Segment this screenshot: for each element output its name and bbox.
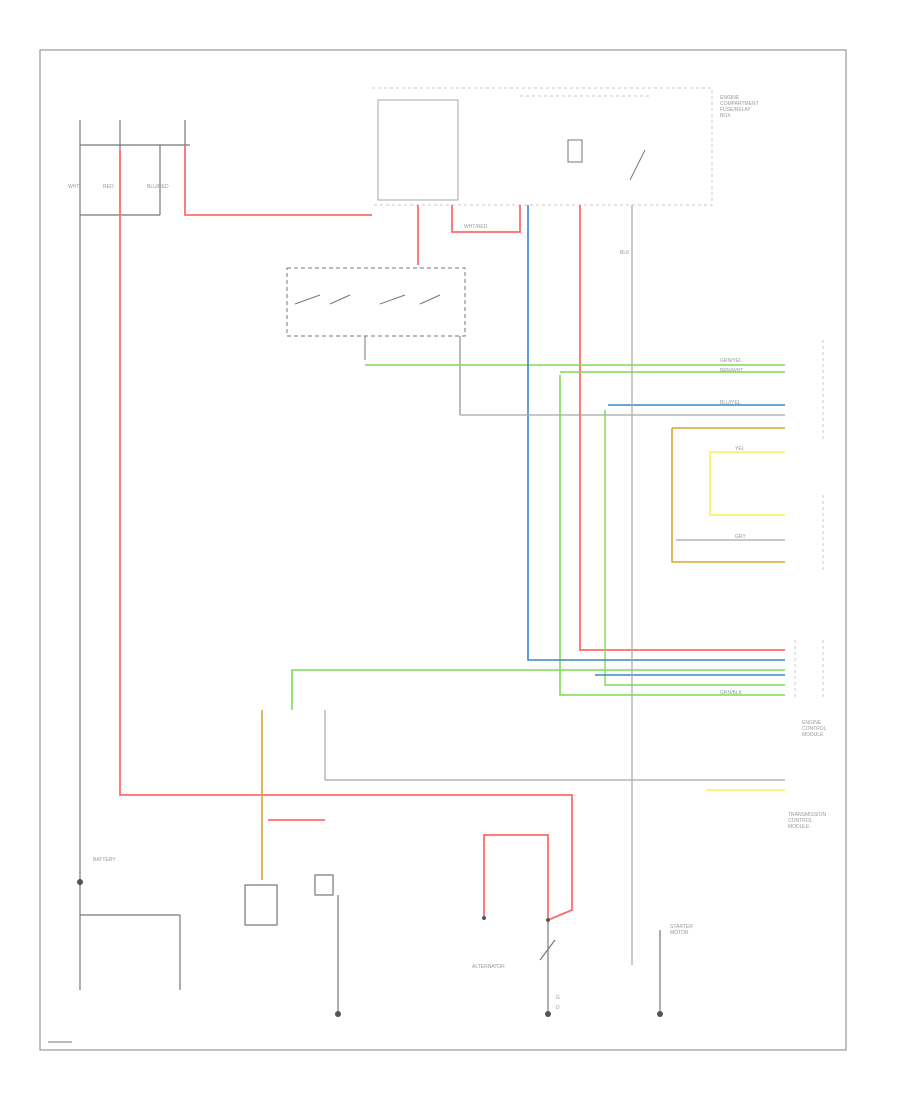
green-wire-2 bbox=[560, 371, 785, 686]
wire-tag: GRY bbox=[735, 534, 746, 540]
relay-switch bbox=[629, 149, 646, 181]
wire-tag: BLK bbox=[620, 250, 630, 256]
yellow-wire bbox=[706, 451, 785, 791]
fuse-box-label: ENGINE COMPARTMENT FUSE/RELAY BOX bbox=[720, 95, 759, 119]
wire-tag: GRN/BLK bbox=[720, 690, 742, 696]
tcm-label: TRANSMISSION CONTROL MODULE bbox=[788, 812, 827, 830]
battery-fuse-group bbox=[79, 120, 190, 860]
wire-tag: GRN/YEL bbox=[720, 358, 742, 364]
red-power-wire bbox=[119, 145, 785, 921]
green-wire bbox=[291, 364, 785, 710]
gray-wire bbox=[324, 205, 785, 965]
connector-outlines bbox=[794, 340, 824, 700]
starter-motor-label: STARTER MOTOR bbox=[670, 924, 693, 936]
alternator-label: ALTERNATOR bbox=[472, 964, 505, 970]
wire-tag: BLU/YEL bbox=[720, 400, 741, 406]
wire-tag: BLU/RED bbox=[147, 184, 169, 190]
ground-symbols bbox=[77, 879, 663, 1017]
blue-wire bbox=[527, 205, 785, 676]
battery-label: BATTERY bbox=[93, 857, 116, 863]
tan-wire bbox=[261, 427, 785, 880]
relay-switch-block bbox=[286, 267, 466, 415]
wire-tag: WHT/RED bbox=[464, 224, 488, 230]
diagram-frame bbox=[39, 49, 847, 1051]
ecm-label: ENGINE CONTROL MODULE bbox=[802, 720, 827, 738]
wire-tag: YEL bbox=[735, 446, 745, 452]
relay-box bbox=[377, 99, 459, 201]
wire-tag: BRN/WHT bbox=[720, 368, 744, 374]
coil-symbol bbox=[567, 139, 583, 163]
lower-components bbox=[79, 860, 661, 1012]
wire-tag: WHT bbox=[68, 184, 80, 190]
ground-d-label: D bbox=[556, 1005, 560, 1011]
ground-g-label: G bbox=[556, 995, 560, 1001]
fuse-box-outline bbox=[372, 87, 713, 206]
wire-tag: RED bbox=[103, 184, 114, 190]
